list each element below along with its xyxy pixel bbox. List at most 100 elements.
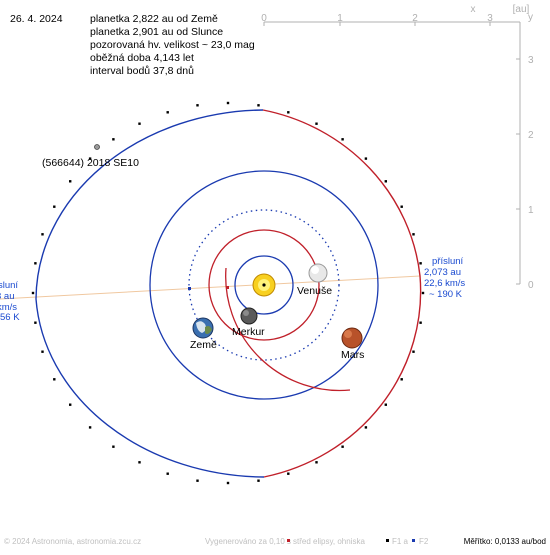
x-tick-label: 1	[337, 13, 343, 24]
y-tick-label: 3	[528, 55, 534, 66]
scale-labels: 0 1 2 3 x [au] 3 2 1 0 y	[261, 4, 534, 291]
orbit-position-tick	[419, 262, 422, 265]
orbit-position-tick	[226, 481, 230, 485]
footer-legend-center: střed elipsy, ohniska	[293, 537, 365, 546]
y-tick-label: 2	[528, 130, 534, 141]
orbit-position-tick	[364, 157, 368, 160]
orbit-position-tick	[400, 378, 403, 381]
orbit-position-tick	[412, 350, 415, 353]
legend-center-swatch	[287, 539, 290, 542]
legend-f2-swatch	[412, 539, 415, 542]
earth-planet	[192, 317, 214, 339]
mars-orbit	[149, 170, 379, 400]
mars-label: Mars	[341, 349, 364, 361]
info-magnitude: pozorovaná hv. velikost ~ 23,0 mag	[90, 39, 255, 51]
orbit-position-tick	[34, 262, 37, 265]
orbit-position-tick	[88, 157, 92, 160]
sun	[252, 273, 276, 297]
orbit-position-tick	[315, 122, 318, 125]
x-axis-name: x	[471, 4, 476, 15]
scale-axes	[263, 21, 521, 285]
asteroid-orbit-north	[35, 109, 265, 478]
aphelion-info: sluní 3 au km/s 56 K	[0, 280, 20, 323]
orbit-position-tick	[69, 180, 72, 183]
perihelion-speed: 22,6 km/s	[424, 278, 465, 289]
orbit-position-tick	[421, 291, 425, 295]
orbit-position-tick	[315, 461, 318, 464]
footer-scale: Měřítko: 0,0133 au/bod	[464, 537, 546, 546]
venus-label: Venuše	[297, 285, 332, 297]
orbit-position-tick	[384, 403, 387, 406]
orbit-position-tick	[69, 403, 72, 406]
orbit-position-tick	[196, 479, 199, 482]
earth-label: Země	[190, 339, 217, 351]
orbit-position-tick	[287, 472, 290, 475]
aphelion-distance: 3 au	[0, 291, 15, 302]
info-orbital-period: oběžná doba 4,143 let	[90, 52, 194, 64]
asteroid-orbit-south	[262, 109, 422, 478]
y-tick-label: 1	[528, 205, 534, 216]
footer-generated: Vygenerováno za 0,10 s	[205, 537, 291, 546]
mercury-planet	[240, 307, 258, 325]
aphelion-temperature: 56 K	[0, 312, 20, 323]
orbit-position-tick	[257, 104, 260, 107]
orbit-position-tick	[31, 291, 35, 295]
perihelion-temperature: ~ 190 K	[429, 289, 463, 300]
venus-planet	[308, 263, 328, 283]
ellipse-center-marker	[226, 286, 229, 289]
orbit-position-tick	[364, 426, 368, 429]
orbit-position-tick	[341, 138, 344, 141]
earth-orbit-dotted	[188, 209, 340, 361]
mercury-label: Merkur	[232, 326, 265, 338]
y-tick-label: 0	[528, 280, 534, 291]
x-tick-label: 2	[412, 13, 418, 24]
apsis-line	[0, 275, 421, 300]
footer-legend-f2: F2	[419, 537, 429, 546]
info-distance-earth: planetka 2,822 au od Země	[90, 13, 218, 25]
perihelion-distance: 2,073 au	[424, 267, 461, 278]
info-point-interval: interval bodů 37,8 dnů	[90, 65, 194, 77]
orbit-position-tick	[226, 101, 230, 105]
orbit-position-tick	[112, 138, 115, 141]
orbit-position-tick	[341, 445, 344, 448]
x-tick-label: 3	[487, 13, 493, 24]
orbit-position-tick	[138, 122, 141, 125]
legend-f1-swatch	[386, 539, 389, 542]
aphelion-title: sluní	[0, 280, 18, 291]
orbit-position-ticks	[31, 101, 425, 485]
footer-copyright: © 2024 Astronomia, astronomia.zcu.cz	[4, 537, 141, 546]
orbit-position-tick	[287, 111, 290, 114]
orbit-position-tick	[412, 233, 415, 236]
info-distance-sun: planetka 2,901 au od Slunce	[90, 26, 224, 38]
focus-f2-marker	[188, 287, 191, 290]
orbit-position-tick	[41, 350, 44, 353]
footer-legend-f1: F1 a	[392, 537, 409, 546]
footer: © 2024 Astronomia, astronomia.zcu.cz Vyg…	[4, 537, 546, 546]
venus-orbit	[208, 229, 320, 341]
asteroid-marker	[94, 144, 100, 150]
orbit-position-tick	[53, 378, 56, 381]
orbit-position-tick	[41, 233, 44, 236]
orbit-position-tick	[34, 321, 37, 324]
orbit-position-tick	[196, 104, 199, 107]
perihelion-title: přísluní	[432, 256, 464, 267]
scale-unit-label: [au]	[513, 4, 530, 15]
orbit-position-tick	[166, 472, 169, 475]
orbit-position-tick	[88, 426, 92, 429]
orbit-position-tick	[384, 180, 387, 183]
y-axis-name: y	[528, 12, 533, 23]
orbit-position-tick	[166, 111, 169, 114]
mars-planet	[341, 327, 363, 349]
orbit-position-tick	[53, 205, 56, 208]
orbit-position-tick	[138, 461, 141, 464]
orbit-position-tick	[112, 445, 115, 448]
x-tick-label: 0	[261, 13, 267, 24]
aphelion-speed: km/s	[0, 302, 17, 313]
mars-orbit-below-ecliptic	[225, 267, 351, 392]
orbit-position-tick	[400, 205, 403, 208]
mercury-orbit	[234, 255, 294, 315]
orbit-position-tick	[257, 479, 260, 482]
date-label: 26. 4. 2024	[10, 13, 63, 25]
